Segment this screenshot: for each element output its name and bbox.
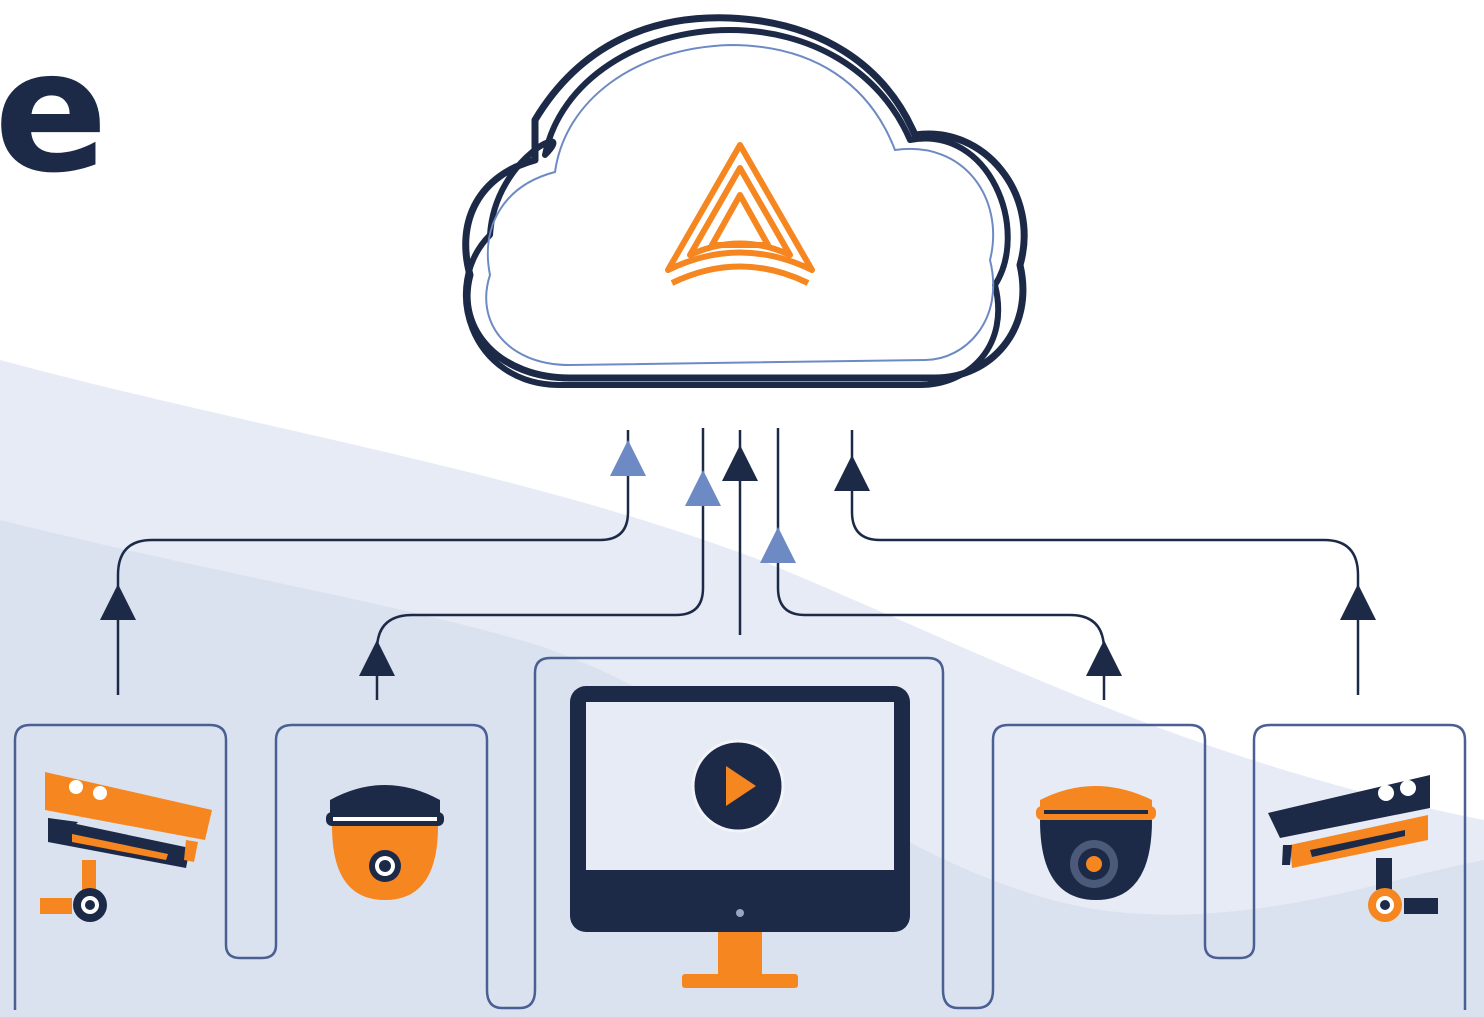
play-icon bbox=[691, 739, 785, 833]
heading-fragment: e bbox=[0, 14, 108, 210]
arrow-up-icon bbox=[1340, 584, 1376, 620]
bullet-camera-icon bbox=[1268, 775, 1438, 922]
brand-logo-icon bbox=[665, 142, 815, 286]
arrow-up-icon bbox=[834, 455, 870, 491]
connector-camera-4 bbox=[850, 430, 1360, 695]
arrow-up-icon bbox=[610, 440, 646, 476]
arrow-up-icon bbox=[760, 527, 796, 563]
device-frame-outline bbox=[13, 656, 1467, 1010]
cloud-icon bbox=[462, 14, 1028, 388]
arrow-up-icon bbox=[722, 445, 758, 481]
arrow-up-icon bbox=[100, 584, 136, 620]
monitor-icon bbox=[570, 686, 910, 988]
arrow-up-icon bbox=[685, 470, 721, 506]
connector-camera-2 bbox=[375, 428, 705, 700]
dome-camera-icon bbox=[326, 785, 444, 900]
connector-camera-1 bbox=[116, 430, 630, 695]
arrow-up-icon bbox=[1086, 640, 1122, 676]
arrows bbox=[100, 440, 1376, 676]
bullet-camera-icon bbox=[40, 772, 212, 922]
arrow-up-icon bbox=[359, 640, 395, 676]
connector-camera-3 bbox=[776, 428, 1106, 700]
connector-lines bbox=[116, 428, 1360, 700]
dome-camera-icon bbox=[1036, 786, 1156, 900]
